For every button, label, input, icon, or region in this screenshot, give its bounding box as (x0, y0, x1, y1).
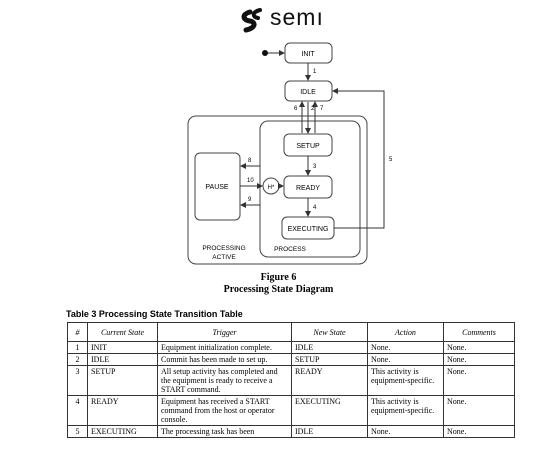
processing-active-label-line1: PROCESSING (202, 245, 245, 252)
table-row: 2 IDLE Commit has been made to set up. S… (67, 353, 515, 366)
current-state: SETUP (87, 365, 158, 396)
state-idle-label: IDLE (300, 89, 316, 96)
comments: None. (443, 353, 515, 366)
history-state-label: H* (268, 185, 275, 191)
column-header-trigger: Trigger (157, 322, 292, 342)
state-pause-label: PAUSE (205, 184, 229, 191)
transition-2-label: 2 (311, 106, 315, 112)
current-state: IDLE (87, 353, 158, 366)
comments: None. (443, 341, 515, 354)
action: This activity is equipment-specific. (367, 395, 444, 426)
current-state: READY (87, 395, 158, 426)
table-header-row: # Current State Trigger New State Action… (67, 322, 515, 342)
row-number: 1 (67, 341, 88, 354)
process-group (259, 120, 361, 258)
action: None. (367, 425, 444, 438)
state-executing-label: EXECUTING (288, 226, 329, 233)
table-row: 1 INIT Equipment initialization complete… (67, 341, 515, 354)
transition-7-label: 7 (320, 106, 324, 112)
current-state: INIT (87, 341, 158, 354)
initial-state-dot (262, 50, 268, 56)
column-header-current-state: Current State (87, 322, 158, 342)
state-init-label: INIT (301, 51, 315, 58)
action: This activity is equipment-specific. (367, 365, 444, 396)
column-header-new-state: New State (291, 322, 368, 342)
semi-logo-mark-icon (241, 8, 262, 33)
comments: None. (443, 395, 515, 426)
transition-8-label: 8 (248, 158, 252, 164)
row-number: 2 (67, 353, 88, 366)
table-row: 3 SETUP All setup activity has completed… (67, 365, 515, 396)
transition-1-label: 1 (313, 69, 317, 75)
processing-state-transition-table: # Current State Trigger New State Action… (67, 322, 515, 438)
new-state: IDLE (291, 425, 368, 438)
row-number: 4 (67, 395, 88, 426)
trigger: The processing task has been (157, 425, 292, 438)
transition-5-label: 5 (389, 157, 393, 163)
action: None. (367, 353, 444, 366)
figure-title: Processing State Diagram (223, 284, 334, 295)
semi-logo-text: semı (270, 4, 324, 30)
comments: None. (443, 425, 515, 438)
processing-state-diagram: INIT 1 IDLE 6 2 7 SETUP 3 READY 4 EXECUT… (187, 42, 393, 265)
trigger: Commit has been made to set up. (157, 353, 292, 366)
row-number: 3 (67, 365, 88, 396)
processing-active-label-line2: ACTIVE (212, 254, 236, 261)
transition-10-label: 10 (247, 178, 254, 184)
new-state: EXECUTING (291, 395, 368, 426)
transition-6-label: 6 (294, 106, 298, 112)
state-ready-label: READY (296, 185, 320, 192)
column-header-comments: Comments (443, 322, 515, 342)
column-header-action: Action (367, 322, 444, 342)
comments: None. (443, 365, 515, 396)
state-setup-label: SETUP (296, 143, 320, 150)
trigger: All setup activity has completed and the… (157, 365, 292, 396)
trigger: Equipment has received a START command f… (157, 395, 292, 426)
table-row: 5 EXECUTING The processing task has been… (67, 425, 515, 438)
current-state: EXECUTING (87, 425, 158, 438)
figure-number: Figure 6 (260, 272, 297, 283)
new-state: IDLE (291, 341, 368, 354)
transition-9-label: 9 (248, 197, 252, 203)
transition-3-label: 3 (313, 164, 317, 170)
new-state: SETUP (291, 353, 368, 366)
row-number: 5 (67, 425, 88, 438)
new-state: READY (291, 365, 368, 396)
column-header-number: # (67, 322, 88, 342)
processing-active-group (187, 115, 368, 265)
table-row: 4 READY Equipment has received a START c… (67, 395, 515, 426)
table-title: Table 3 Processing State Transition Tabl… (66, 309, 243, 319)
process-group-label: PROCESS (274, 246, 306, 253)
trigger: Equipment initialization complete. (157, 341, 292, 354)
action: None. (367, 341, 444, 354)
transition-4-label: 4 (313, 205, 317, 211)
